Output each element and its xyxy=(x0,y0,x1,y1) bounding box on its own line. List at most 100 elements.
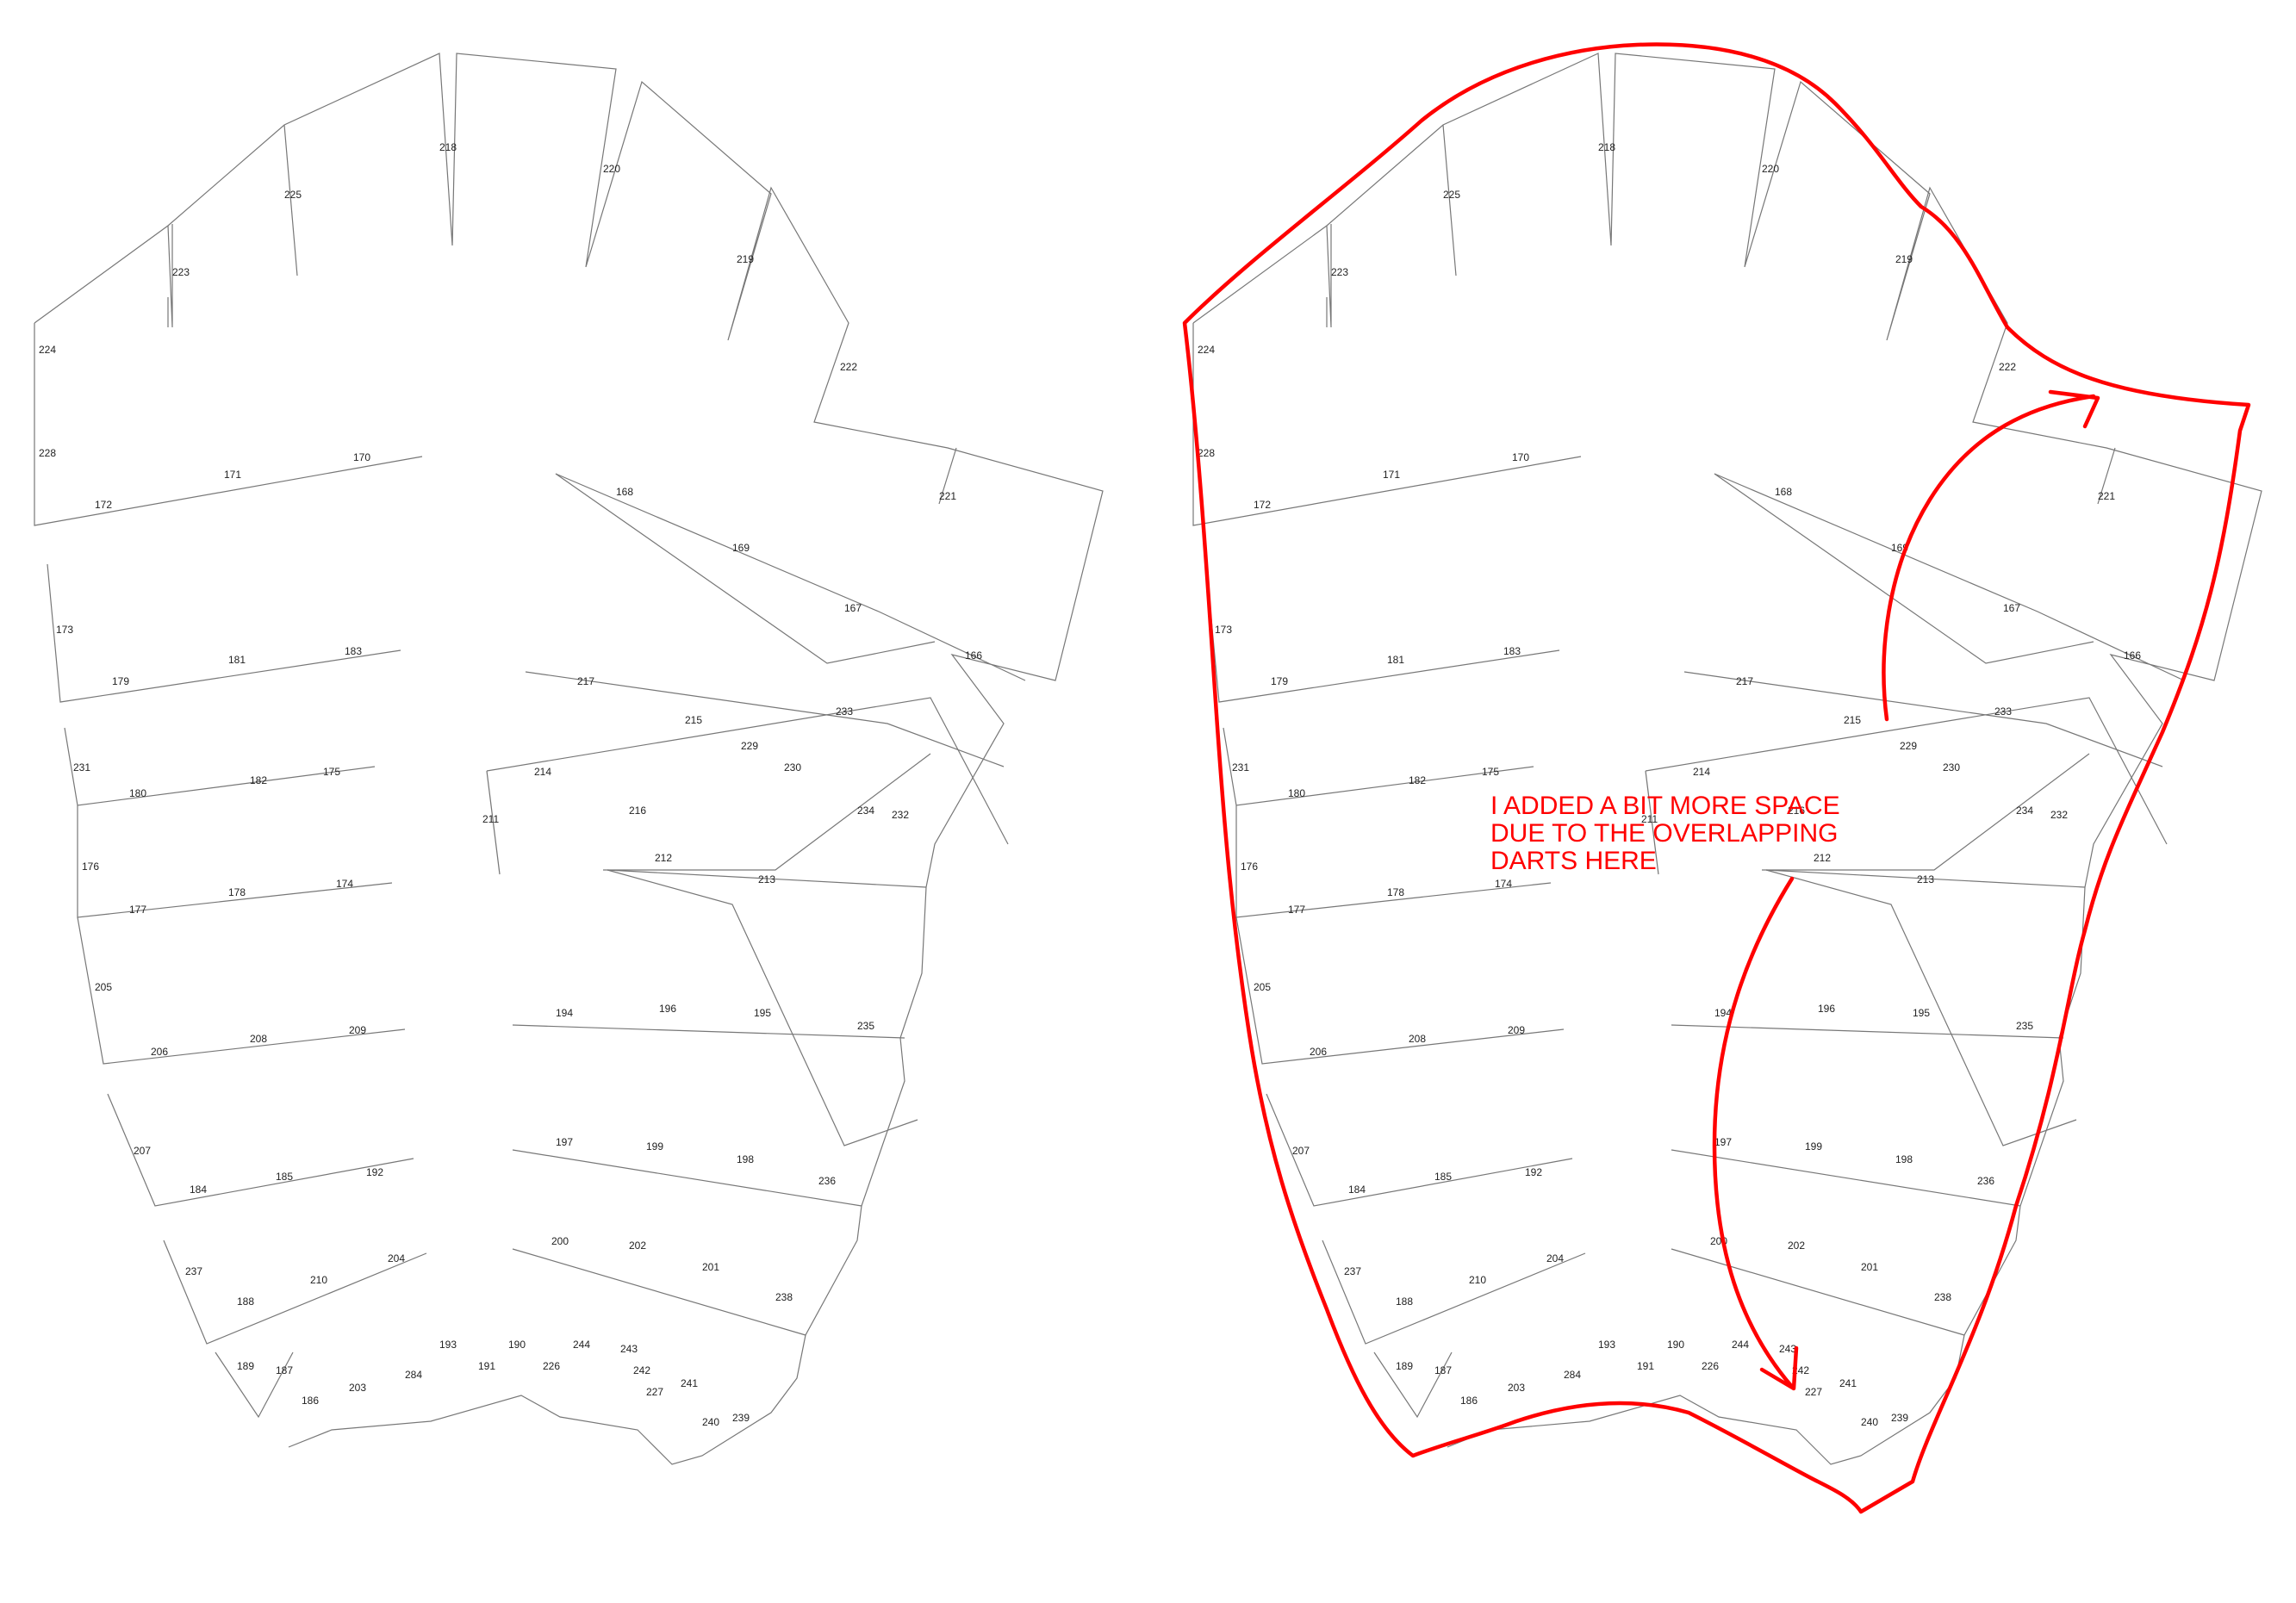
annotation-line-2: DUE TO THE OVERLAPPING xyxy=(1490,819,1838,848)
left-point-label: 193 xyxy=(439,1339,457,1351)
right-point-label: 180 xyxy=(1288,787,1305,799)
left-point-label: 225 xyxy=(284,189,302,201)
left-point-label: 239 xyxy=(732,1412,750,1424)
right-point-label: 195 xyxy=(1913,1007,1930,1019)
right-point-label: 223 xyxy=(1331,266,1348,278)
right-point-label: 210 xyxy=(1469,1274,1486,1286)
left-point-label: 170 xyxy=(353,451,370,463)
left-point-label: 240 xyxy=(702,1416,719,1428)
right-point-label: 224 xyxy=(1198,344,1215,356)
right-point-label: 231 xyxy=(1232,761,1249,774)
left-point-label: 195 xyxy=(754,1007,771,1019)
right-point-label: 194 xyxy=(1714,1007,1732,1019)
right-point-label: 227 xyxy=(1805,1386,1822,1398)
left-point-label: 214 xyxy=(534,766,551,778)
right-point-label: 174 xyxy=(1495,878,1512,890)
left-seam-line xyxy=(555,473,936,664)
right-point-label: 207 xyxy=(1292,1145,1310,1157)
annotation-text: I ADDED A BIT MORE SPACE DUE TO THE OVER… xyxy=(1490,792,1840,875)
left-point-label: 223 xyxy=(172,266,190,278)
left-point-label: 177 xyxy=(129,904,146,916)
left-point-label: 181 xyxy=(228,654,246,666)
right-point-label: 186 xyxy=(1460,1395,1478,1407)
red-arrow-up-head xyxy=(2048,389,2100,429)
right-seam-line xyxy=(1683,671,2163,767)
right-seam-line xyxy=(1235,916,1565,1065)
right-point-label: 237 xyxy=(1344,1265,1361,1277)
left-point-label: 237 xyxy=(185,1265,202,1277)
right-point-label: 236 xyxy=(1977,1175,1994,1187)
left-point-label: 200 xyxy=(551,1235,569,1247)
left-point-label: 224 xyxy=(39,344,56,356)
left-seam-line xyxy=(603,753,931,871)
left-point-label: 236 xyxy=(818,1175,836,1187)
left-point-label: 220 xyxy=(603,163,620,175)
right-point-label: 218 xyxy=(1598,141,1615,153)
right-point-label: 212 xyxy=(1814,852,1831,864)
left-point-label: 167 xyxy=(844,602,862,614)
left-point-label: 172 xyxy=(95,499,112,511)
right-point-label: 179 xyxy=(1271,675,1288,687)
left-point-label: 202 xyxy=(629,1240,646,1252)
right-seam-line xyxy=(1714,473,2094,664)
left-point-label: 186 xyxy=(302,1395,319,1407)
right-point-label: 217 xyxy=(1736,675,1753,687)
right-point-label: 228 xyxy=(1198,447,1215,459)
left-point-label: 199 xyxy=(646,1140,663,1153)
right-point-label: 222 xyxy=(1999,361,2016,373)
right-point-label: 244 xyxy=(1732,1339,1749,1351)
left-point-label: 231 xyxy=(73,761,90,774)
right-point-label: 216 xyxy=(1788,805,1805,817)
left-seam-line xyxy=(107,1093,414,1207)
right-point-label: 208 xyxy=(1409,1033,1426,1045)
right-seam-line xyxy=(1645,697,2168,845)
left-point-label: 194 xyxy=(556,1007,573,1019)
right-point-label: 211 xyxy=(1641,813,1658,825)
left-seam-line xyxy=(163,1240,427,1345)
left-seam-line xyxy=(486,697,1009,845)
left-seam-line xyxy=(215,1351,294,1419)
right-seam-line xyxy=(1322,1240,1586,1345)
left-point-label: 212 xyxy=(655,852,672,864)
right-seam-line xyxy=(1671,1149,2021,1207)
right-point-label: 191 xyxy=(1637,1360,1654,1372)
right-point-label: 190 xyxy=(1667,1339,1684,1351)
left-point-label: 168 xyxy=(616,486,633,498)
right-seam-line xyxy=(1442,124,1457,276)
right-point-label: 235 xyxy=(2016,1020,2033,1032)
red-arrow-down-shaft xyxy=(1712,876,1795,1389)
right-point-label: 196 xyxy=(1818,1003,1835,1015)
annotation-line-3: DARTS HERE xyxy=(1490,847,1657,875)
left-seam-line xyxy=(525,671,1005,767)
right-point-label: 220 xyxy=(1762,163,1779,175)
left-point-label: 198 xyxy=(737,1153,754,1165)
left-seam-line xyxy=(77,916,406,1065)
left-seam-line xyxy=(47,563,401,703)
left-seam-line xyxy=(607,869,918,1146)
left-seam-line xyxy=(486,770,501,875)
right-point-label: 187 xyxy=(1434,1364,1452,1376)
right-point-label: 206 xyxy=(1310,1046,1327,1058)
left-point-label: 189 xyxy=(237,1360,254,1372)
right-point-label: 182 xyxy=(1409,774,1426,786)
left-point-label: 226 xyxy=(543,1360,560,1372)
left-point-label: 204 xyxy=(388,1252,405,1264)
right-point-label: 219 xyxy=(1895,253,1913,265)
red-outline xyxy=(1182,42,2251,1514)
right-point-label: 201 xyxy=(1861,1261,1878,1273)
right-seam-line xyxy=(1205,563,1560,703)
right-seam-line xyxy=(1671,1024,2064,1039)
left-point-label: 179 xyxy=(112,675,129,687)
right-point-label: 233 xyxy=(1994,705,2012,718)
left-point-label: 208 xyxy=(250,1033,267,1045)
left-seam-line xyxy=(607,869,927,888)
left-point-label: 178 xyxy=(228,886,246,898)
left-point-label: 192 xyxy=(366,1166,383,1178)
left-seam-line xyxy=(938,447,957,505)
right-point-label: 183 xyxy=(1503,645,1521,657)
left-point-label: 166 xyxy=(965,649,982,662)
left-point-label: 191 xyxy=(478,1360,495,1372)
right-seam-line xyxy=(1192,323,1582,526)
left-point-label: 209 xyxy=(349,1024,366,1036)
left-point-label: 206 xyxy=(151,1046,168,1058)
